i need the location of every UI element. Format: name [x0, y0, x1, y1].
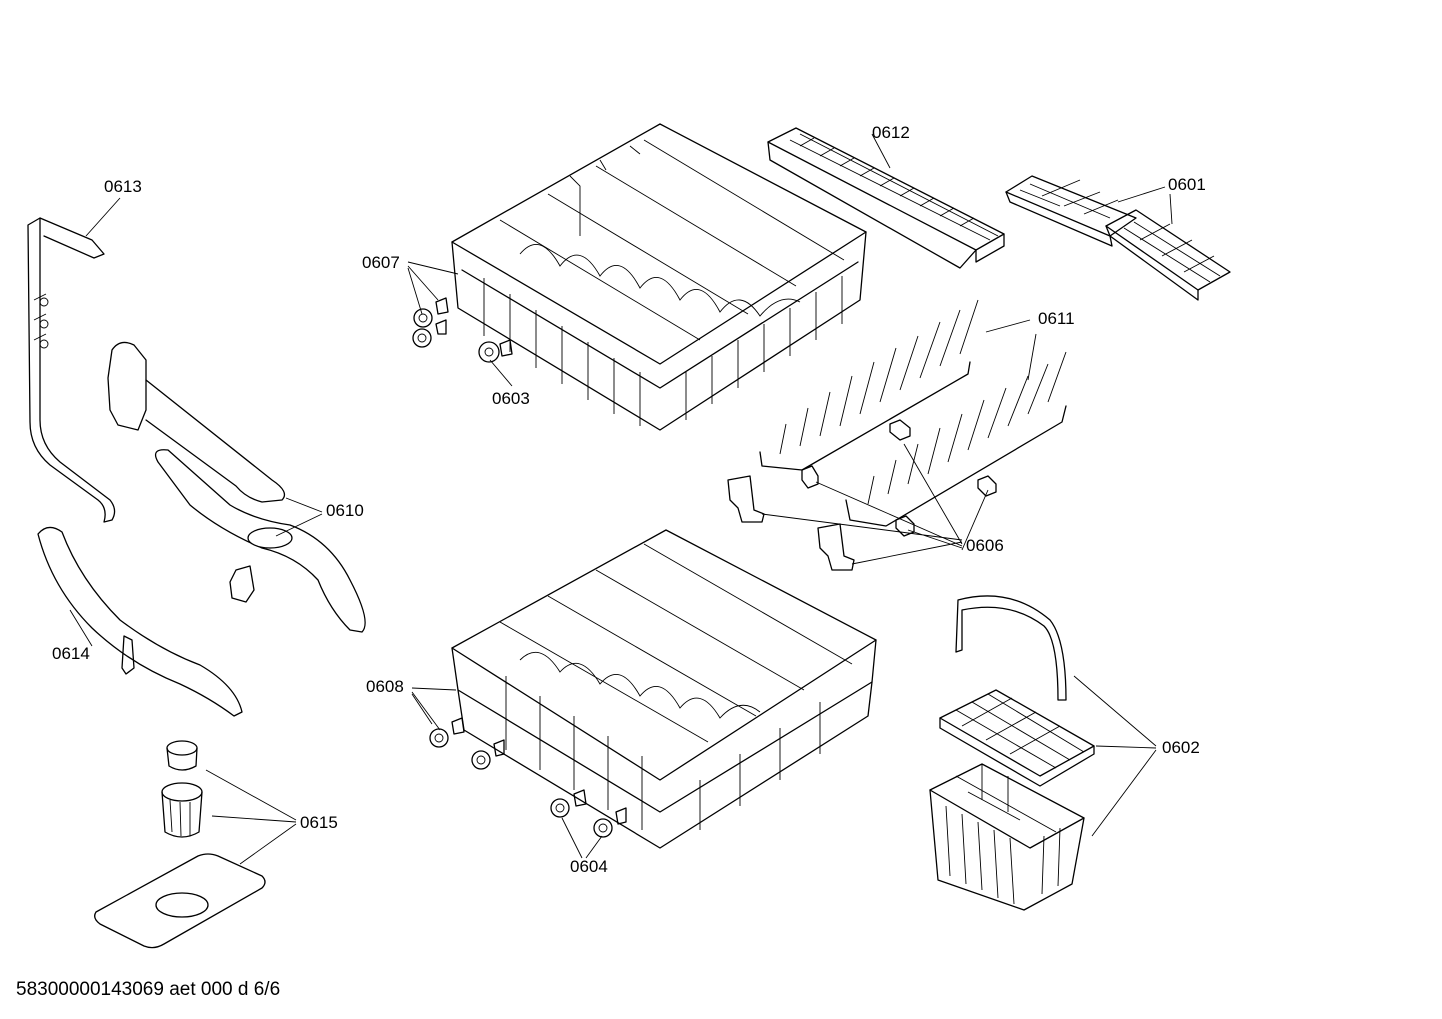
part-label-0613: 0613: [104, 177, 142, 196]
document-id-footer: 58300000143069 aet 000 d 6/6: [16, 979, 281, 1000]
part-label-0606: 0606: [966, 536, 1004, 555]
part-label-0602: 0602: [1162, 738, 1200, 757]
cutlery-basket-drawing: [929, 595, 1095, 911]
part-label-0614: 0614: [52, 644, 90, 663]
part-label-0603: 0603: [492, 389, 530, 408]
clips-drawing: [727, 419, 997, 571]
filter-set-drawing: [94, 740, 266, 949]
cup-racks-drawing: [1005, 175, 1231, 301]
lower-basket-wheels-drawing: [429, 717, 627, 838]
upper-basket-wheels-drawing: [412, 297, 513, 363]
tine-racks-drawing: [759, 299, 1067, 527]
part-label-0604: 0604: [570, 857, 608, 876]
upper-basket-drawing: [451, 123, 867, 431]
part-label-0608: 0608: [366, 677, 404, 696]
upper-spray-arm-drawing: [107, 341, 366, 633]
cutlery-tray-drawing: [767, 127, 1005, 269]
part-label-0601: 0601: [1168, 175, 1206, 194]
part-label-0610: 0610: [326, 501, 364, 520]
supply-pipe-drawing: [27, 217, 116, 523]
lower-spray-arm-drawing: [37, 526, 243, 717]
part-label-0611: 0611: [1038, 309, 1075, 328]
part-label-0615: 0615: [300, 813, 338, 832]
leader-lines: [69, 133, 1173, 865]
part-label-0607: 0607: [362, 253, 400, 272]
lower-basket-drawing: [451, 529, 877, 849]
part-label-0612: 0612: [872, 123, 910, 142]
